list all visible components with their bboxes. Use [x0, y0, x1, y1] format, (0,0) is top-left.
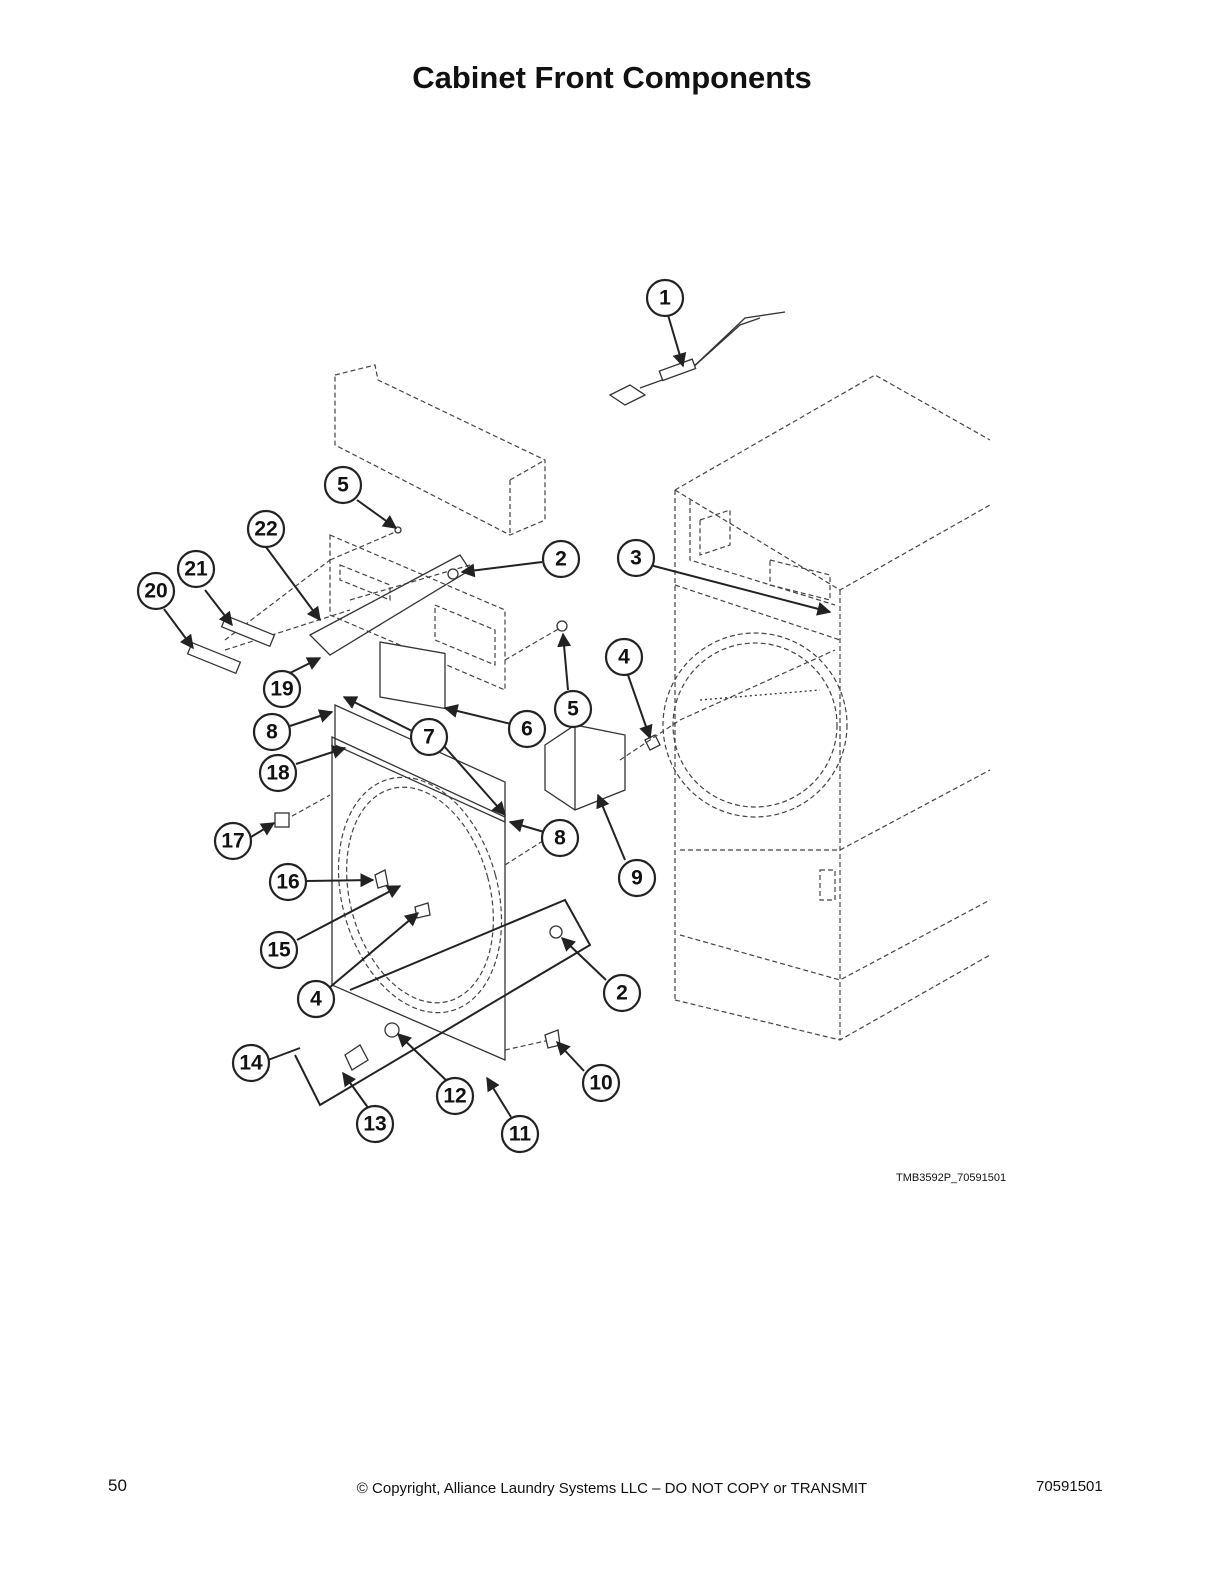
svg-text:5: 5: [337, 474, 349, 497]
page-title: Cabinet Front Components: [412, 60, 812, 95]
svg-text:10: 10: [589, 1072, 612, 1095]
callout-5-right: 5: [553, 689, 593, 729]
svg-text:2: 2: [616, 982, 628, 1005]
callout-1: 1: [645, 278, 685, 318]
document-number: 70591501: [1036, 1478, 1103, 1495]
lock-assembly: [344, 1044, 369, 1071]
svg-text:2: 2: [555, 548, 567, 571]
callout-12: 12: [435, 1076, 475, 1116]
wire-harness: [608, 311, 786, 406]
svg-text:22: 22: [254, 518, 277, 541]
callout-5-top: 5: [323, 465, 363, 505]
svg-text:13: 13: [363, 1113, 386, 1136]
lock-bracket: [308, 554, 471, 656]
callout-20: 20: [136, 571, 176, 611]
callout-8-left: 8: [252, 712, 292, 752]
svg-text:4: 4: [310, 988, 322, 1011]
callout-10: 10: [581, 1063, 621, 1103]
latch-clip: [544, 1029, 561, 1049]
door-strike: [414, 902, 431, 919]
svg-text:8: 8: [554, 827, 566, 850]
hinge-pin: [374, 869, 389, 889]
front-panel: [284, 703, 592, 1107]
callout-14: 14: [231, 1043, 271, 1083]
callout-18: 18: [258, 753, 298, 793]
svg-text:12: 12: [443, 1085, 466, 1108]
callout-2-top: 2: [541, 539, 581, 579]
callout-2-bottom: 2: [602, 973, 642, 1013]
svg-text:4: 4: [618, 646, 630, 669]
svg-text:5: 5: [567, 698, 579, 721]
callout-13: 13: [355, 1104, 395, 1144]
callout-19: 19: [262, 669, 302, 709]
nut-bottom: [549, 925, 563, 939]
svg-text:11: 11: [509, 1123, 532, 1146]
svg-text:14: 14: [239, 1052, 263, 1075]
callout-22: 22: [246, 509, 286, 549]
svg-text:15: 15: [267, 939, 291, 962]
latch-block: [274, 812, 290, 828]
callout-4-right: 4: [604, 637, 644, 677]
svg-text:1: 1: [659, 287, 671, 310]
svg-text:20: 20: [144, 580, 167, 603]
copyright-notice: © Copyright, Alliance Laundry Systems LL…: [356, 1480, 868, 1497]
display-gasket: [379, 641, 446, 710]
svg-text:6: 6: [521, 718, 533, 741]
figure-code: TMB3592P_70591501: [896, 1172, 1007, 1184]
callout-9: 9: [617, 858, 657, 898]
cabinet-housing: [662, 374, 991, 1041]
svg-text:16: 16: [276, 871, 299, 894]
svg-text:17: 17: [221, 830, 244, 853]
svg-text:9: 9: [631, 867, 643, 890]
svg-text:3: 3: [630, 547, 642, 570]
callout-4-bottom: 4: [296, 979, 336, 1019]
svg-text:18: 18: [266, 762, 290, 785]
nut-top: [447, 568, 459, 580]
callout-8-right: 8: [540, 818, 580, 858]
coin-chute: [544, 724, 626, 811]
leader-lines: [163, 314, 832, 1118]
callout-21: 21: [176, 549, 216, 589]
callout-3: 3: [616, 538, 656, 578]
callout-15: 15: [259, 930, 299, 970]
svg-text:8: 8: [266, 721, 278, 744]
callout-6: 6: [507, 709, 547, 749]
callout-7: 7: [409, 717, 449, 757]
callout-11: 11: [500, 1114, 540, 1154]
label-strip: [186, 641, 242, 675]
svg-text:21: 21: [184, 558, 208, 581]
washer-top: [556, 620, 568, 632]
washer-bottom: [384, 1022, 400, 1038]
svg-text:7: 7: [423, 726, 435, 749]
svg-text:19: 19: [270, 678, 293, 701]
callout-17: 17: [213, 821, 253, 861]
page-number: 50: [108, 1476, 127, 1495]
callout-16: 16: [268, 862, 308, 902]
top-cover-panel: [334, 364, 546, 536]
